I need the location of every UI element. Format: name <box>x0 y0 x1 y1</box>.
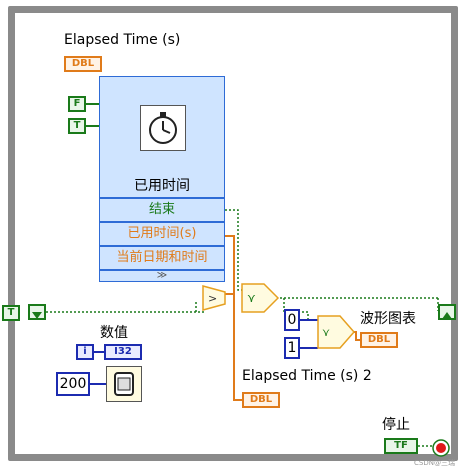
true-constant[interactable]: T <box>68 118 86 134</box>
waveform-chart-terminal[interactable]: DBL <box>360 332 398 348</box>
or-function-icon: ⋎ <box>241 283 280 313</box>
elapsed-time-terminal[interactable]: DBL <box>64 56 102 72</box>
output-done[interactable]: 结束 <box>99 198 225 222</box>
left-shift-register-icon[interactable] <box>28 304 46 320</box>
svg-text:>: > <box>208 292 217 305</box>
stop-label: 停止 <box>382 417 410 433</box>
numeric-terminal[interactable]: I32 <box>104 344 142 360</box>
iteration-terminal[interactable]: i <box>76 344 94 360</box>
loop-true-constant[interactable]: T <box>2 305 20 321</box>
expand-arrow-icon[interactable]: ≫ <box>99 270 225 282</box>
compare-function-icon: > <box>202 285 226 311</box>
elapsed-time-2-terminal[interactable]: DBL <box>242 392 280 408</box>
right-shift-register-icon[interactable] <box>438 304 456 320</box>
watermark: CSDN@三瑞 <box>414 459 455 467</box>
svg-text:⋎: ⋎ <box>247 291 256 305</box>
select-function-icon: ⋎ <box>317 315 355 349</box>
express-vi-title: 已用时间 <box>134 178 190 194</box>
waveform-chart-label: 波形图表 <box>360 311 416 327</box>
output-elapsed-seconds[interactable]: 已用时间(s) <box>99 222 225 246</box>
select-one-constant[interactable]: 1 <box>284 337 300 359</box>
stopwatch-icon <box>140 105 186 151</box>
elapsed-time-label: Elapsed Time (s) <box>64 32 181 48</box>
stop-terminal[interactable]: TF <box>384 438 418 454</box>
numeric-label: 数值 <box>100 325 128 341</box>
false-constant[interactable]: F <box>68 96 86 112</box>
svg-text:⋎: ⋎ <box>322 326 330 339</box>
elapsed-time-2-label: Elapsed Time (s) 2 <box>242 368 372 384</box>
elapsed-time-express-vi[interactable]: 已用时间 <box>99 76 225 198</box>
wait-ms-constant[interactable]: 200 <box>56 372 90 396</box>
wait-ms-icon[interactable] <box>106 366 142 402</box>
output-current-datetime[interactable]: 当前日期和时间 <box>99 246 225 270</box>
select-zero-constant[interactable]: 0 <box>284 309 300 331</box>
